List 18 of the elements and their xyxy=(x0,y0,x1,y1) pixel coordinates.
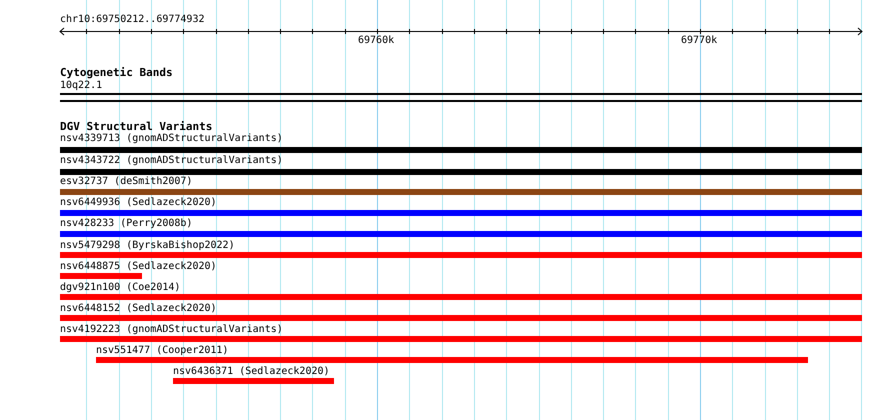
variant-label: nsv6448152 (Sedlazeck2020) xyxy=(60,303,217,315)
variant-label: nsv6449936 (Sedlazeck2020) xyxy=(60,197,217,209)
variant-label: esv32737 (deSmith2007) xyxy=(60,176,192,188)
variant-label: nsv551477 (Cooper2011) xyxy=(96,345,228,357)
variant-label: nsv4192223 (gnomADStructuralVariants) xyxy=(60,324,283,336)
variant-label: nsv6436371 (Sedlazeck2020) xyxy=(173,366,330,378)
variant-label: nsv5479298 (ByrskaBishop2022) xyxy=(60,240,235,252)
variant-label: nsv428233 (Perry2008b) xyxy=(60,218,192,230)
track-title: DGV Structural Variants xyxy=(60,121,212,133)
tick-label: 69770k xyxy=(681,35,718,47)
band-label: 10q22.1 xyxy=(60,80,102,92)
variant-label: dgv921n100 (Coe2014) xyxy=(60,282,180,294)
variant-label: nsv4343722 (gnomADStructuralVariants) xyxy=(60,155,283,167)
variant-label: nsv6448875 (Sedlazeck2020) xyxy=(60,261,217,273)
variant-label: nsv4339713 (gnomADStructuralVariants) xyxy=(60,133,283,145)
tick-label: 69760k xyxy=(358,35,394,47)
position-label: chr10:69750212..69774932 xyxy=(60,14,204,26)
track-title: Cytogenetic Bands xyxy=(60,67,173,79)
